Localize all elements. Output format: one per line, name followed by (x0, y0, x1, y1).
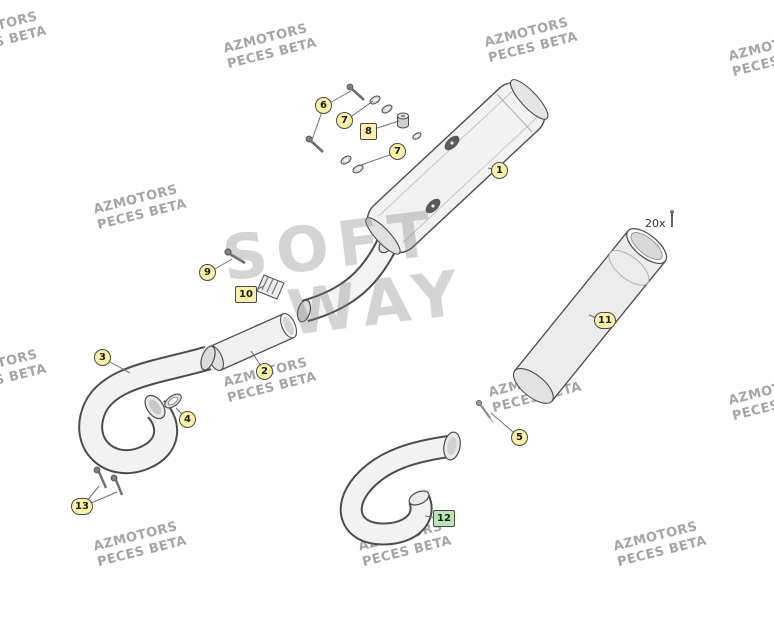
silencer-sleeve (512, 228, 668, 404)
callout-7a[interactable]: 7 (336, 112, 353, 129)
callout-5[interactable]: 5 (511, 429, 528, 446)
callout-4[interactable]: 4 (179, 411, 196, 428)
callout-3[interactable]: 3 (94, 349, 111, 366)
callout-10[interactable]: 10 (235, 286, 257, 303)
flange-bolts (93, 466, 124, 496)
mid-pipe (206, 312, 298, 372)
mount-bolt (305, 83, 365, 153)
exhaust-spring (256, 274, 285, 300)
callout-6[interactable]: 6 (315, 97, 332, 114)
callout-12[interactable]: 12 (433, 510, 455, 527)
callout-2[interactable]: 2 (256, 363, 273, 380)
header-pipe-variant (339, 431, 461, 546)
callout-7b[interactable]: 7 (389, 143, 406, 160)
screw (224, 248, 246, 265)
header-pipe (78, 345, 216, 475)
rivet (475, 399, 494, 423)
rubber-grommet (397, 112, 409, 129)
exhaust-gasket (164, 393, 182, 409)
callout-1[interactable]: 1 (491, 162, 508, 179)
callout-13[interactable]: 13 (71, 498, 93, 515)
callout-8[interactable]: 8 (360, 123, 377, 140)
washers (340, 95, 422, 174)
quantity-annotation: 20x (645, 210, 674, 230)
quantity-label: 20x (645, 217, 666, 230)
callout-9[interactable]: 9 (199, 264, 216, 281)
callout-11[interactable]: 11 (594, 312, 616, 329)
silencer (365, 79, 549, 255)
